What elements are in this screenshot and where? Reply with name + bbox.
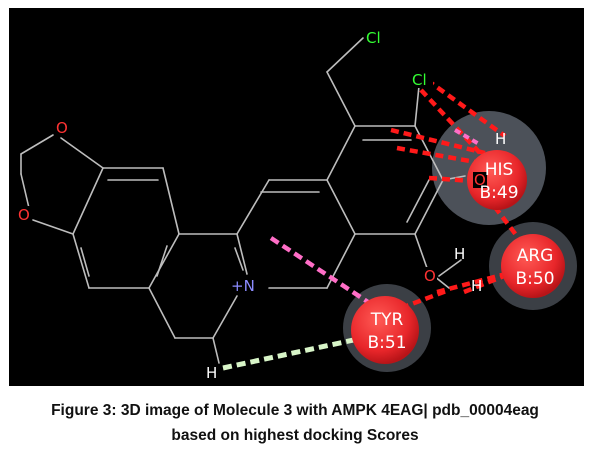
figure-caption: Figure 3: 3D image of Molecule 3 with AM… [0,398,590,448]
tyr-sphere [351,296,419,364]
hydrogen-his-label: H [495,130,506,148]
his-sphere [467,150,527,210]
molecule-bonds [20,37,466,364]
chlorine-top-label: Cl [366,29,381,47]
hbond-tyr-h [400,287,450,311]
arg-sphere [501,234,565,298]
nitrogen-cation-label: +N [231,277,255,295]
molecule-canvas: O O Cl Cl O O +N H H H H HIS B:49 ARG B:… [17,28,577,382]
oxygen-ring-label: O [474,171,486,189]
caption-line-2: based on highest docking Scores [171,427,419,444]
carbon-hbond-h-tyr [222,335,364,371]
pi-cation-n-tyr [269,236,373,306]
hbond-ring-his [390,127,486,156]
hydrogen-up-label: H [454,245,465,263]
oxygen-lower-label: O [424,267,436,285]
arg-chain-label: B:50 [515,269,554,289]
atom-labels: O O Cl Cl O O +N H H H H [18,29,506,382]
his-h-link [453,128,481,146]
his-chain-label: B:49 [479,183,518,203]
hbond-cl-his [425,78,507,138]
hydrogen-right-label: H [471,277,482,295]
oxygen-left-label: O [18,206,30,224]
tyr-chain-label: B:51 [367,333,406,353]
residue-spheres [351,150,565,364]
hydrogen-bottom-label: H [206,364,217,382]
his-name-label: HIS [485,160,514,180]
oxygen-top-label: O [56,119,68,137]
molecule-docking-figure: O O Cl Cl O O +N H H H H HIS B:49 ARG B:… [9,8,584,386]
hbond-ring-his-2 [396,145,482,166]
arg-name-label: ARG [517,246,554,266]
hbond-o-his [428,175,488,185]
residue-labels: HIS B:49 ARG B:50 TYR B:51 [367,160,554,353]
caption-line-1: Figure 3: 3D image of Molecule 3 with AM… [51,402,539,419]
atom-label-backings [17,28,487,294]
tyr-name-label: TYR [370,310,404,330]
chlorine-ring-label: Cl [412,71,427,89]
